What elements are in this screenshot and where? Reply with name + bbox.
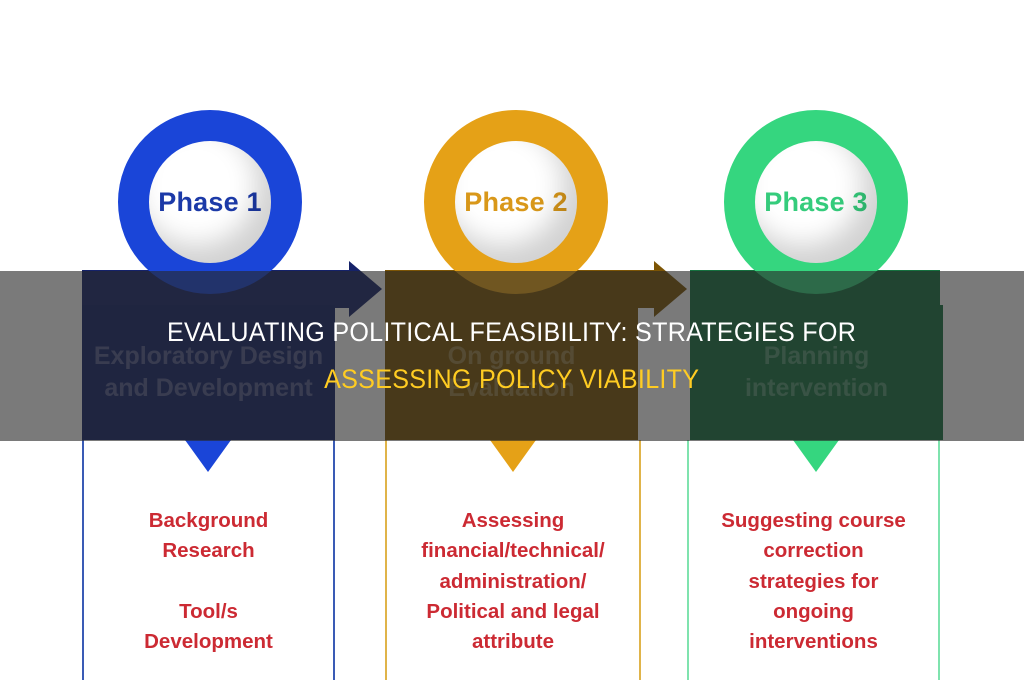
phase-circle-label-1: Phase 1	[158, 186, 262, 217]
description-panel-phase-2: Assessing financial/technical/ administr…	[385, 440, 641, 680]
phase-pointer-3	[793, 440, 839, 472]
phase-pointer-1	[185, 440, 231, 472]
description-text-phase-1: Background Research Tool/s Development	[144, 509, 273, 654]
phase-circle-label-2: Phase 2	[464, 186, 568, 217]
phase-circle-1: Phase 1	[118, 110, 302, 294]
description-text-phase-3: Suggesting course correction strategies …	[721, 509, 906, 654]
title-overlay-band	[0, 271, 1024, 441]
phase-pointer-2	[490, 440, 536, 472]
description-panel-phase-1: Background Research Tool/s Development	[82, 440, 335, 680]
description-panel-phase-3: Suggesting course correction strategies …	[687, 440, 940, 680]
phase-circle-2: Phase 2	[424, 110, 608, 294]
phase-circle-3: Phase 3	[724, 110, 908, 294]
phase-circle-label-3: Phase 3	[764, 186, 868, 217]
description-text-phase-2: Assessing financial/technical/ administr…	[421, 509, 605, 654]
